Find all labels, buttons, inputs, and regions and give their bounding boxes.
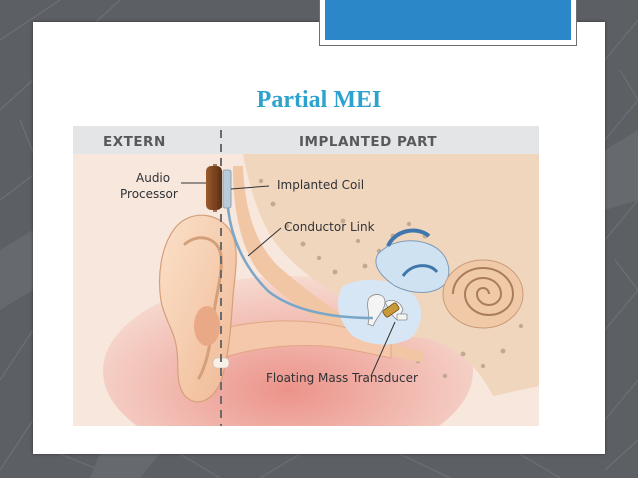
header-implanted-part: IMPLANTED PART [299,134,437,150]
label-conductor-link: Conductor Link [284,220,375,234]
header-extern: EXTERN [103,134,166,150]
title-accent-box [319,0,577,46]
label-processor: Processor [120,187,178,201]
cochlea [443,260,523,328]
implanted-coil [223,170,231,208]
audio-processor [206,164,222,212]
label-audio: Audio [136,171,170,185]
label-floating-mass-transducer: Floating Mass Transducer [266,371,418,385]
concha [194,306,220,346]
slide-title: Partial MEI [0,87,638,114]
title-accent-bar [325,0,571,40]
ear-implant-diagram: EXTERN IMPLANTED PART Audio Processor Im… [73,126,539,426]
label-implanted-coil: Implanted Coil [277,178,364,192]
